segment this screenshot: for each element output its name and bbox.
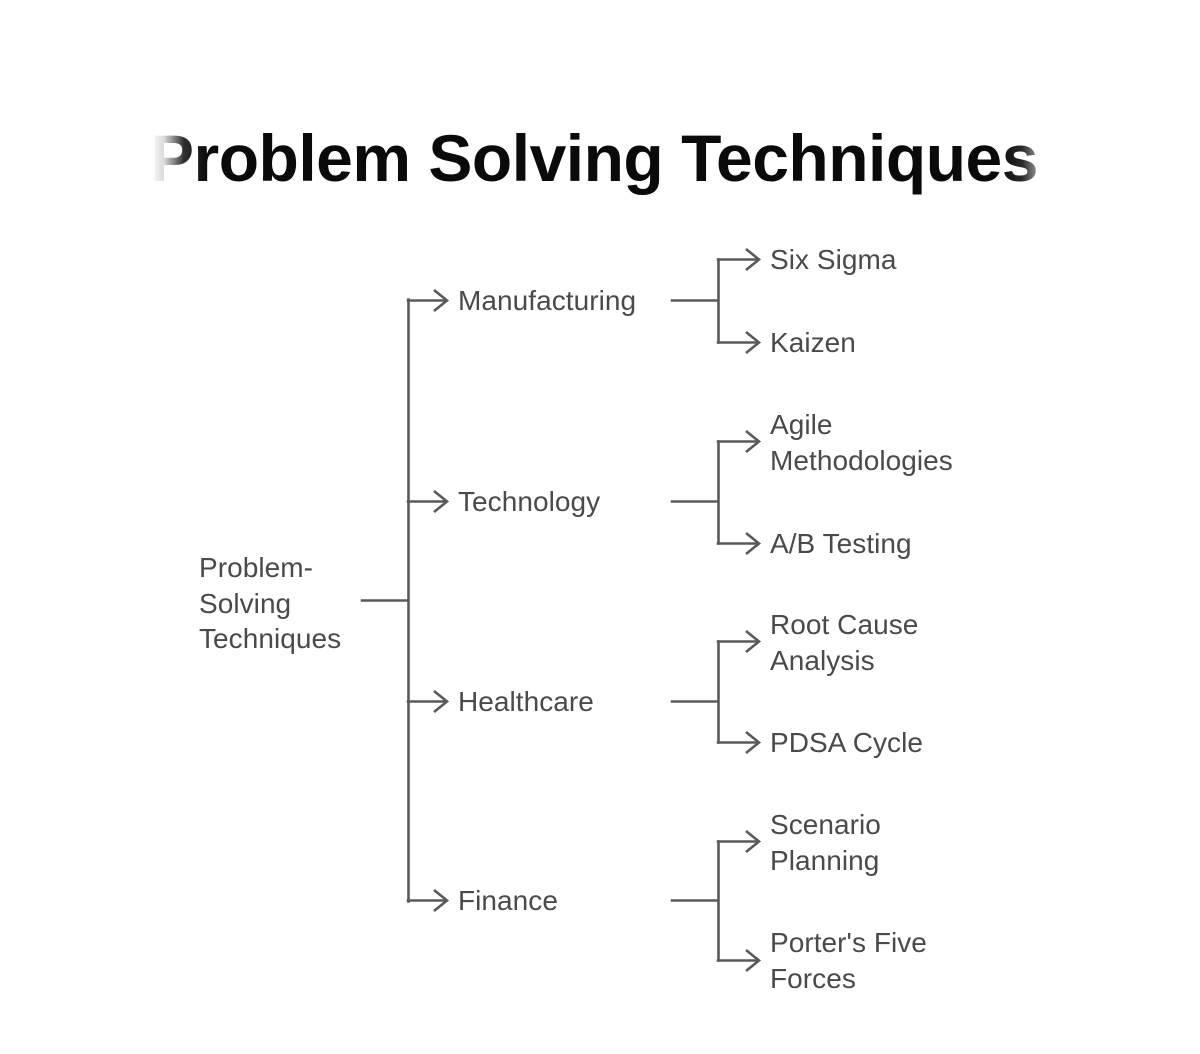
node-leaf-kaizen[interactable]: Kaizen	[770, 327, 856, 358]
node-root[interactable]: Problem- Solving Techniques	[199, 552, 342, 654]
node-branch-technology[interactable]: Technology	[458, 486, 601, 517]
page-title: Problem Solving Techniques	[150, 112, 1062, 204]
arrowhead-leaf-0-0	[745, 247, 762, 272]
node-leaf-porters-five-forces[interactable]: Porter's Five Forces	[770, 927, 927, 994]
node-leaf-agile-methodologies[interactable]: Agile Methodologies	[770, 409, 953, 476]
arrowhead-leaf-3-1	[745, 948, 762, 973]
node-leaf-scenario-planning[interactable]: Scenario Planning	[770, 809, 881, 876]
page-title-text: Problem Solving Techniques	[150, 121, 1038, 195]
arrowhead-leaf-3-0	[745, 829, 762, 854]
node-branch-finance[interactable]: Finance	[458, 885, 558, 916]
arrowhead-branch-2	[433, 689, 450, 714]
arrowhead-leaf-1-1	[745, 531, 762, 556]
node-leaf-ab-testing[interactable]: A/B Testing	[770, 528, 912, 559]
arrowhead-branch-1	[433, 489, 450, 514]
node-leaf-six-sigma[interactable]: Six Sigma	[770, 244, 897, 275]
node-leaf-root-cause-analysis[interactable]: Root Cause Analysis	[770, 609, 919, 676]
node-branch-manufacturing[interactable]: Manufacturing	[458, 285, 637, 316]
arrowhead-branch-0	[433, 288, 450, 313]
arrowhead-branch-3	[433, 888, 450, 913]
arrowhead-leaf-2-1	[745, 730, 762, 755]
node-leaf-pdsa-cycle[interactable]: PDSA Cycle	[770, 727, 923, 758]
arrowhead-leaf-0-1	[745, 330, 762, 355]
arrowhead-leaf-2-0	[745, 629, 762, 654]
arrowhead-leaf-1-0	[745, 429, 762, 454]
node-branch-healthcare[interactable]: Healthcare	[458, 686, 594, 717]
